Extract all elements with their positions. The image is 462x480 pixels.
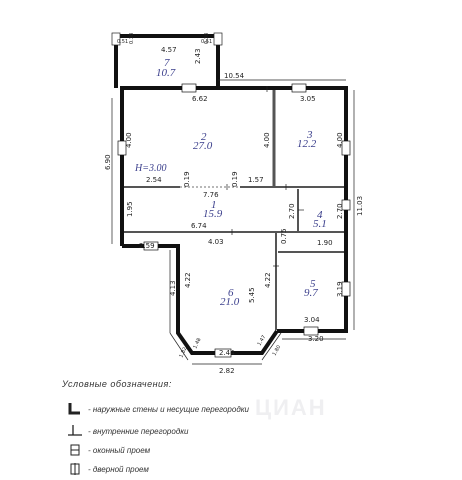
dimension-label: 0.51 [201,39,212,45]
dimension-label: 2.43 [194,48,202,64]
legend-label-window: - оконный проем [88,445,151,455]
dimension-label: 11.03 [356,196,364,216]
room-1-number: 1 [211,199,217,211]
dimension-label: 0.38 [129,33,135,44]
dimension-label: 1.82 [178,346,188,359]
dimension-label: 6.62 [192,95,208,103]
room-7-number: 7 [164,57,170,69]
room-5-number: 5 [310,278,316,290]
dimension-label: 1.90 [317,239,333,247]
room-6-area: 21.0 [220,296,240,308]
room-4-number: 4 [317,209,323,221]
dimension-label: 0.19 [183,171,191,187]
interior-walls [124,90,344,330]
dimension-label: 6.90 [104,154,112,170]
dimension-label: 7.76 [203,191,219,199]
watermark: ЦИАН [255,395,327,420]
dimension-label: 3.05 [300,95,316,103]
room-1-area: 15.9 [203,208,223,220]
dimension-label: 1.57 [248,176,264,184]
room-7-area: 10.7 [156,67,176,79]
dimension-label: 4.00 [263,132,271,148]
dimension-label: 0.75 [280,228,288,244]
dimension-label: 2.82 [219,367,235,375]
legend-item-window: - оконный проем [68,444,150,456]
door-icon [70,463,80,475]
windows [117,83,351,358]
dimension-label: 4.22 [264,272,272,288]
dimension-label: 4.22 [184,272,192,288]
legend-item-exterior-wall: - наружные стены и несущие перегородки [68,403,249,415]
room-3-area: 12.2 [297,138,317,150]
dimension-label: 2.44 [219,349,235,357]
legend-label-interior-wall: - внутренние перегородки [88,426,189,436]
ceiling-height-label: H=3.00 [134,163,166,174]
dimension-label: 2.70 [288,203,296,219]
floor-plan: 7 10.7 2 27.0 3 12.2 1 15.9 4 5.1 6 21.0… [104,32,364,375]
dimension-label: 1.80 [272,344,283,357]
dimension-label: 5.45 [248,287,256,303]
legend-item-door: - дверной проем [68,463,149,475]
legend-title: Условные обозначения: [62,379,172,389]
dimension-label: 4.03 [208,238,224,246]
legend-label-door: - дверной проем [88,464,149,474]
dimension-label: 1.47 [257,334,268,347]
exterior-wall-icon [68,403,80,415]
dimension-label: 6.74 [191,222,207,230]
dimension-lines [111,79,355,365]
dimension-label: 1.95 [126,201,134,217]
annex-porch [111,32,223,88]
room-labels: 7 10.7 2 27.0 3 12.2 1 15.9 4 5.1 6 21.0… [134,57,327,308]
dimension-label: 2.70 [336,203,344,219]
doors [226,86,304,267]
window-icon [70,444,80,456]
dimension-label: 3.19 [336,281,344,297]
dimension-label: 4.00 [125,132,133,148]
dimension-labels: 4.57 2.43 0.51 0.38 0.38 0.51 10.54 6.62… [104,33,364,375]
dimension-label: 0.38 [204,33,210,44]
legend-item-interior-wall: - внутренние перегородки [68,425,188,437]
room-2-area: 27.0 [193,140,213,152]
dimension-label: 2.59 [139,242,155,250]
dimension-label: 4.13 [169,280,177,296]
dimension-label: 3.04 [304,316,320,324]
dimension-label: 0.19 [231,171,239,187]
dimension-label: 10.54 [224,72,245,80]
room-5-area: 9.7 [304,287,318,299]
dimension-label: 1.48 [192,337,202,350]
legend-label-exterior-wall: - наружные стены и несущие перегородки [88,404,249,414]
interior-wall-icon [68,425,82,436]
room-6-number: 6 [228,287,234,299]
dimension-label: 4.57 [161,46,177,54]
dimension-label: 0.51 [117,39,128,45]
room-4-area: 5.1 [313,218,327,230]
dimension-label: 4.00 [336,132,344,148]
dimension-label: 3.20 [308,335,324,343]
room-3-number: 3 [306,129,313,141]
room-2-number: 2 [201,131,207,143]
dimension-label: 2.54 [146,176,162,184]
